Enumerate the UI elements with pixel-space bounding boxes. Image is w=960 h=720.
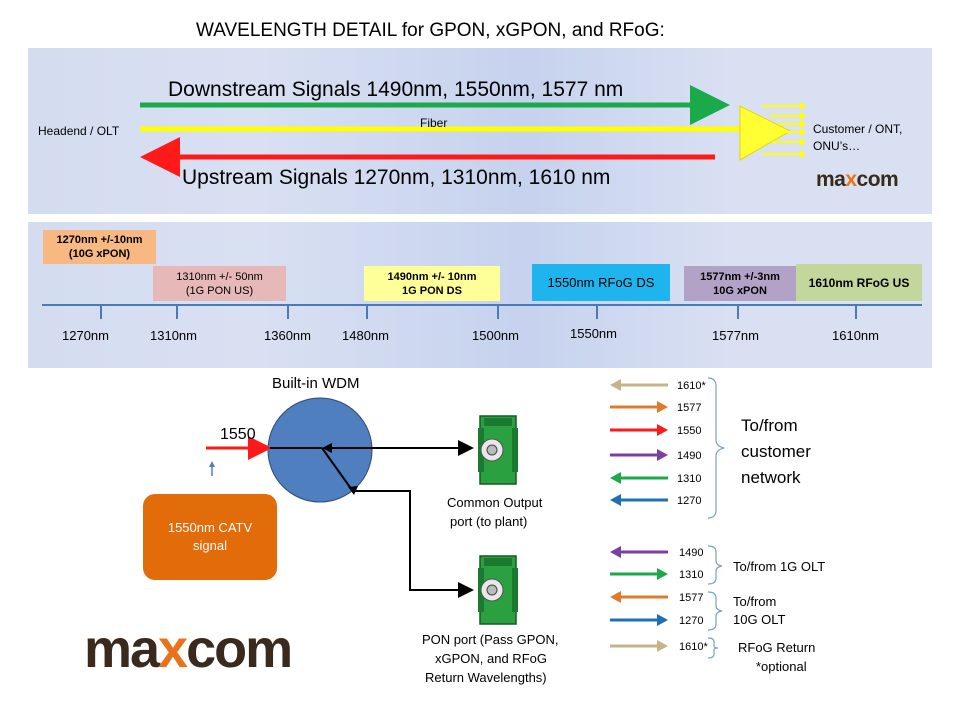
legend-10g-0: 1577: [679, 592, 704, 604]
pon-port-path: [354, 490, 474, 598]
legend-cust-5: 1270: [677, 495, 702, 507]
wdm-title: Built-in WDM: [272, 375, 360, 392]
band-1610-line1: 1610nm RFoG US: [808, 275, 910, 290]
legend-arrow-cust-1610*: [610, 379, 668, 391]
tick-label-1550: 1550nm: [570, 326, 617, 341]
logo-large: maxcom: [84, 618, 293, 680]
legend-cust-2: 1550: [677, 425, 702, 437]
tick-1270: [100, 305, 102, 319]
band-1577-line2: 10G xPON: [713, 284, 767, 297]
olt1g-label: To/from 1G OLT: [733, 559, 826, 574]
tick-1500: [497, 305, 499, 319]
legend-cust-0: 1610*: [677, 380, 706, 392]
tick-1480: [366, 305, 368, 319]
common-port-label-2: port (to plant): [450, 514, 528, 529]
legend-arrow-rfog-1610*: [610, 640, 668, 652]
tick-label-1310: 1310nm: [150, 328, 197, 343]
customer-label-1: Customer / ONT,: [813, 122, 903, 136]
legend-arrow-10g-1270: [610, 614, 668, 626]
pon-port-connector: [478, 555, 518, 625]
legend-1g-0: 1490: [679, 547, 704, 559]
tick-label-1480: 1480nm: [342, 328, 389, 343]
logo-large-text: maxcom: [84, 619, 293, 679]
legend-arrow-cust-1270: [610, 494, 668, 506]
tick-1360: [287, 305, 289, 319]
legend-cust-4: 1310: [677, 473, 702, 485]
common-port-connector: [478, 415, 518, 485]
splitter-outputs: [762, 105, 800, 155]
headend-label: Headend / OLT: [38, 124, 120, 138]
legend-arrow-cust-1550: [610, 424, 668, 436]
tick-label-1500: 1500nm: [472, 328, 519, 343]
band-1577-line1: 1577nm +/-3nm: [700, 270, 780, 283]
tick-1310: [176, 305, 178, 319]
splitter-triangle: [739, 105, 792, 161]
legend-arrow-1g-1490: [610, 546, 668, 558]
legend-arrow-cust-1490: [610, 449, 668, 461]
logo-small-text: maxcom: [816, 168, 899, 191]
band-1550-line1: 1550nm RFoG DS: [547, 274, 655, 290]
band-1490-line1: 1490nm +/- 10nm: [387, 270, 477, 283]
pon-port-label-3: Return Wavelengths): [425, 670, 547, 685]
tick-label-1270: 1270nm: [62, 328, 109, 343]
tick-1610: [855, 305, 857, 319]
customer-group-label-1: To/from: [741, 416, 798, 435]
common-port-label-1: Common Output: [447, 495, 543, 510]
legend-1g-1: 1310: [679, 569, 704, 581]
pon-port-label-1: PON port (Pass GPON,: [422, 632, 559, 647]
band-1490: 1490nm +/- 10nm 1G PON DS: [364, 266, 500, 301]
legend-10g-1: 1270: [679, 615, 704, 627]
rfog-label-1: RFoG Return: [738, 640, 816, 655]
logo-small: maxcom: [816, 168, 899, 192]
legend-rfog-0: 1610*: [679, 641, 708, 653]
band-1310: 1310nm +/- 50nm (1G PON US): [153, 266, 286, 301]
pon-port-label-2: xGPON, and RFoG: [435, 651, 547, 666]
legend-arrow-1g-1310: [610, 568, 668, 580]
rfog-label-2: *optional: [756, 659, 807, 674]
customer-group-label-2: customer: [741, 442, 811, 461]
band-1270-line1: 1270nm +/-10nm: [56, 234, 143, 246]
olt10g-bracket: [707, 591, 723, 631]
band-1610: 1610nm RFoG US: [796, 264, 922, 301]
band-1270: 1270nm +/-10nm (10G xPON): [43, 230, 156, 264]
catv-line1: 1550nm CATV: [167, 520, 253, 535]
legend-cust-1: 1577: [677, 402, 702, 414]
downstream-label: Downstream Signals 1490nm, 1550nm, 1577 …: [168, 78, 624, 101]
catv-line2: signal: [193, 538, 227, 553]
band-1490-line2: 1G PON DS: [402, 284, 462, 297]
catv-signal-box: 1550nm CATV signal: [143, 494, 277, 580]
input-1550-label: 1550: [220, 426, 256, 443]
band-1310-line1: 1310nm +/- 50nm: [176, 270, 263, 283]
olt10g-label-2: 10G OLT: [733, 612, 786, 627]
customer-label-2: ONU’s…: [813, 139, 861, 153]
legend-arrow-cust-1577: [610, 401, 668, 413]
customer-bracket: [707, 377, 725, 519]
rfog-bracket: [707, 637, 719, 659]
customer-group-label-3: network: [741, 468, 801, 487]
legend-arrow-10g-1577: [610, 591, 668, 603]
page-title: WAVELENGTH DETAIL for GPON, xGPON, and R…: [196, 20, 665, 41]
band-1577: 1577nm +/-3nm 10G xPON: [684, 266, 796, 301]
band-1270-line2: (10G xPON): [68, 248, 131, 260]
legend-arrow-cust-1310: [610, 472, 668, 484]
tick-1577: [737, 305, 739, 319]
olt1g-bracket: [707, 545, 723, 585]
fiber-label: Fiber: [420, 116, 448, 130]
tick-label-1360: 1360nm: [264, 328, 311, 343]
tick-1550: [596, 305, 598, 319]
band-1310-line2: (1G PON US): [185, 284, 254, 297]
tick-label-1610: 1610nm: [832, 328, 879, 343]
band-1550: 1550nm RFoG DS: [532, 264, 670, 301]
legend-cust-3: 1490: [677, 450, 702, 462]
tick-label-1577: 1577nm: [712, 328, 759, 343]
olt10g-label-1: To/from: [733, 594, 777, 609]
upstream-label: Upstream Signals 1270nm, 1310nm, 1610 nm: [182, 166, 611, 189]
